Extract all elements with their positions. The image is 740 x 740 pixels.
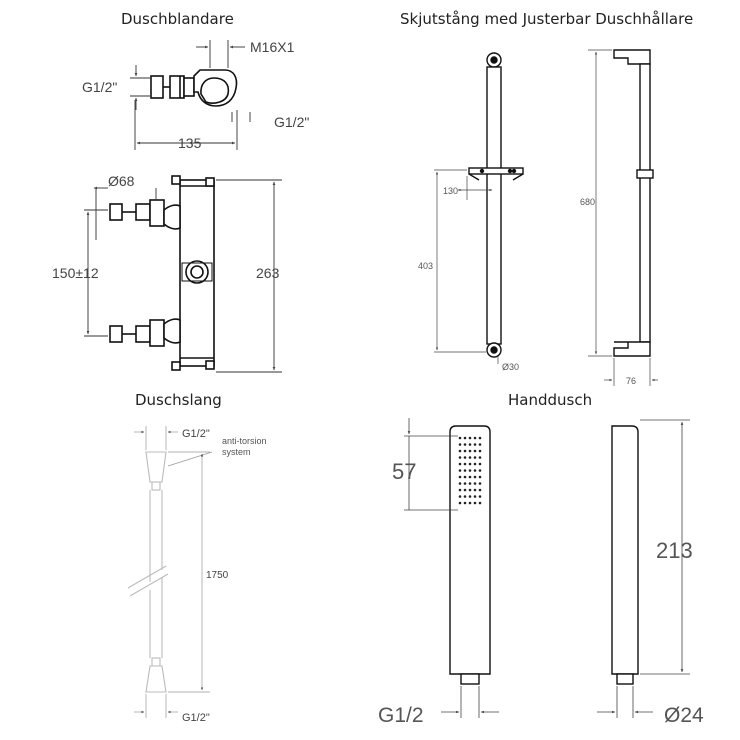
nozzle-dot [468, 449, 472, 453]
nozzle-dot [463, 436, 467, 440]
dim-shower-g12: G1/2 [378, 704, 424, 727]
dim-diameter-24: Ø24 [664, 704, 704, 727]
nozzle-dot [463, 495, 467, 498]
hand-shower-nozzles [458, 436, 482, 505]
slide-bar-side-view [613, 49, 654, 357]
nozzle-dot [473, 462, 477, 466]
hand-shower-side-view [611, 425, 639, 685]
nozzle-dot [468, 501, 472, 505]
nozzle-dot [473, 501, 477, 505]
nozzle-dot [458, 495, 462, 498]
nozzle-dot [463, 456, 467, 459]
slide-bar-front-view [468, 52, 524, 358]
nozzle-dot [463, 449, 467, 453]
nozzle-dot [478, 436, 482, 440]
dim-bracket-30: Ø30 [502, 362, 519, 372]
slide-bar-front-dimensions [434, 169, 499, 364]
nozzle-dot [473, 436, 477, 440]
nozzle-dot [468, 462, 472, 466]
mixer-front-view [109, 175, 215, 371]
nozzle-dot [478, 488, 482, 492]
nozzle-dot [458, 475, 462, 479]
dim-diameter-68: Ø68 [108, 173, 135, 189]
dim-length-213: 213 [656, 538, 693, 563]
nozzle-dot [478, 482, 482, 485]
nozzle-dot [463, 443, 467, 446]
nozzle-dot [478, 495, 482, 498]
label-system: system [222, 447, 251, 457]
nozzle-dot [473, 488, 477, 492]
dim-holder-130: 130 [443, 186, 458, 196]
nozzle-dot [458, 456, 462, 459]
nozzle-dot [478, 456, 482, 459]
dim-depth-76: 76 [626, 376, 636, 386]
nozzle-dot [468, 495, 472, 498]
nozzle-dot [468, 475, 472, 479]
nozzle-dot [458, 501, 462, 505]
dim-hose-bottom-g12: G1/2" [182, 712, 210, 724]
nozzle-dot [458, 469, 462, 472]
nozzle-dot [473, 482, 477, 485]
hand-shower-side-dimensions [597, 419, 690, 718]
nozzle-dot [458, 488, 462, 492]
dim-length-680: 680 [580, 197, 595, 207]
nozzle-dot [478, 469, 482, 472]
nozzle-dot [478, 475, 482, 479]
dim-hose-length-1750: 1750 [206, 570, 229, 581]
dim-inlet-g12: G1/2" [82, 79, 117, 95]
dim-hose-top-g12: G1/2" [182, 428, 210, 440]
dim-outlet-g12: G1/2" [274, 114, 309, 130]
nozzle-dot [473, 475, 477, 479]
nozzle-dot [463, 475, 467, 479]
dim-150-12: 150±12 [52, 265, 99, 281]
hand-shower-front-view [449, 425, 491, 685]
nozzle-dot [468, 456, 472, 459]
nozzle-dot [468, 436, 472, 440]
nozzle-dot [458, 462, 462, 466]
dim-width-135: 135 [178, 135, 202, 151]
nozzle-dot [478, 462, 482, 466]
nozzle-dot [473, 443, 477, 446]
nozzle-dot [468, 469, 472, 472]
hose-dimensions [134, 426, 213, 718]
dim-height-263: 263 [256, 265, 280, 281]
nozzle-dot [478, 443, 482, 446]
hose-drawing [127, 451, 169, 693]
title-duschslang: Duschslang [135, 391, 222, 409]
nozzle-dot [458, 482, 462, 485]
nozzle-dot [468, 488, 472, 492]
dim-m16x1: M16X1 [250, 39, 295, 55]
nozzle-dot [463, 482, 467, 485]
nozzle-dot [458, 449, 462, 453]
nozzle-dot [473, 495, 477, 498]
title-handdusch: Handdusch [508, 391, 593, 409]
nozzle-dot [458, 443, 462, 446]
nozzle-dot [463, 469, 467, 472]
nozzle-dot [473, 449, 477, 453]
title-duschblandare: Duschblandare [121, 10, 234, 28]
nozzle-dot [468, 482, 472, 485]
nozzle-dot [463, 501, 467, 505]
nozzle-dot [458, 436, 462, 440]
slide-bar-side-dimensions [588, 49, 658, 386]
nozzle-dot [463, 462, 467, 466]
dim-head-57: 57 [392, 459, 416, 484]
label-anti-torsion: anti-torsion [222, 436, 267, 446]
nozzle-dot [468, 443, 472, 446]
nozzle-dot [463, 488, 467, 492]
nozzle-dot [473, 469, 477, 472]
hand-shower-front-dimensions [404, 418, 499, 718]
nozzle-dot [478, 501, 482, 505]
title-skjutstang: Skjutstång med Justerbar Duschhållare [400, 10, 694, 28]
mixer-top-view [150, 69, 238, 107]
mixer-front-dimensions [84, 179, 282, 373]
nozzle-dot [478, 449, 482, 453]
mixer-top-dimensions [130, 40, 251, 150]
nozzle-dot [473, 456, 477, 459]
dim-spacing-403: 403 [418, 261, 433, 271]
